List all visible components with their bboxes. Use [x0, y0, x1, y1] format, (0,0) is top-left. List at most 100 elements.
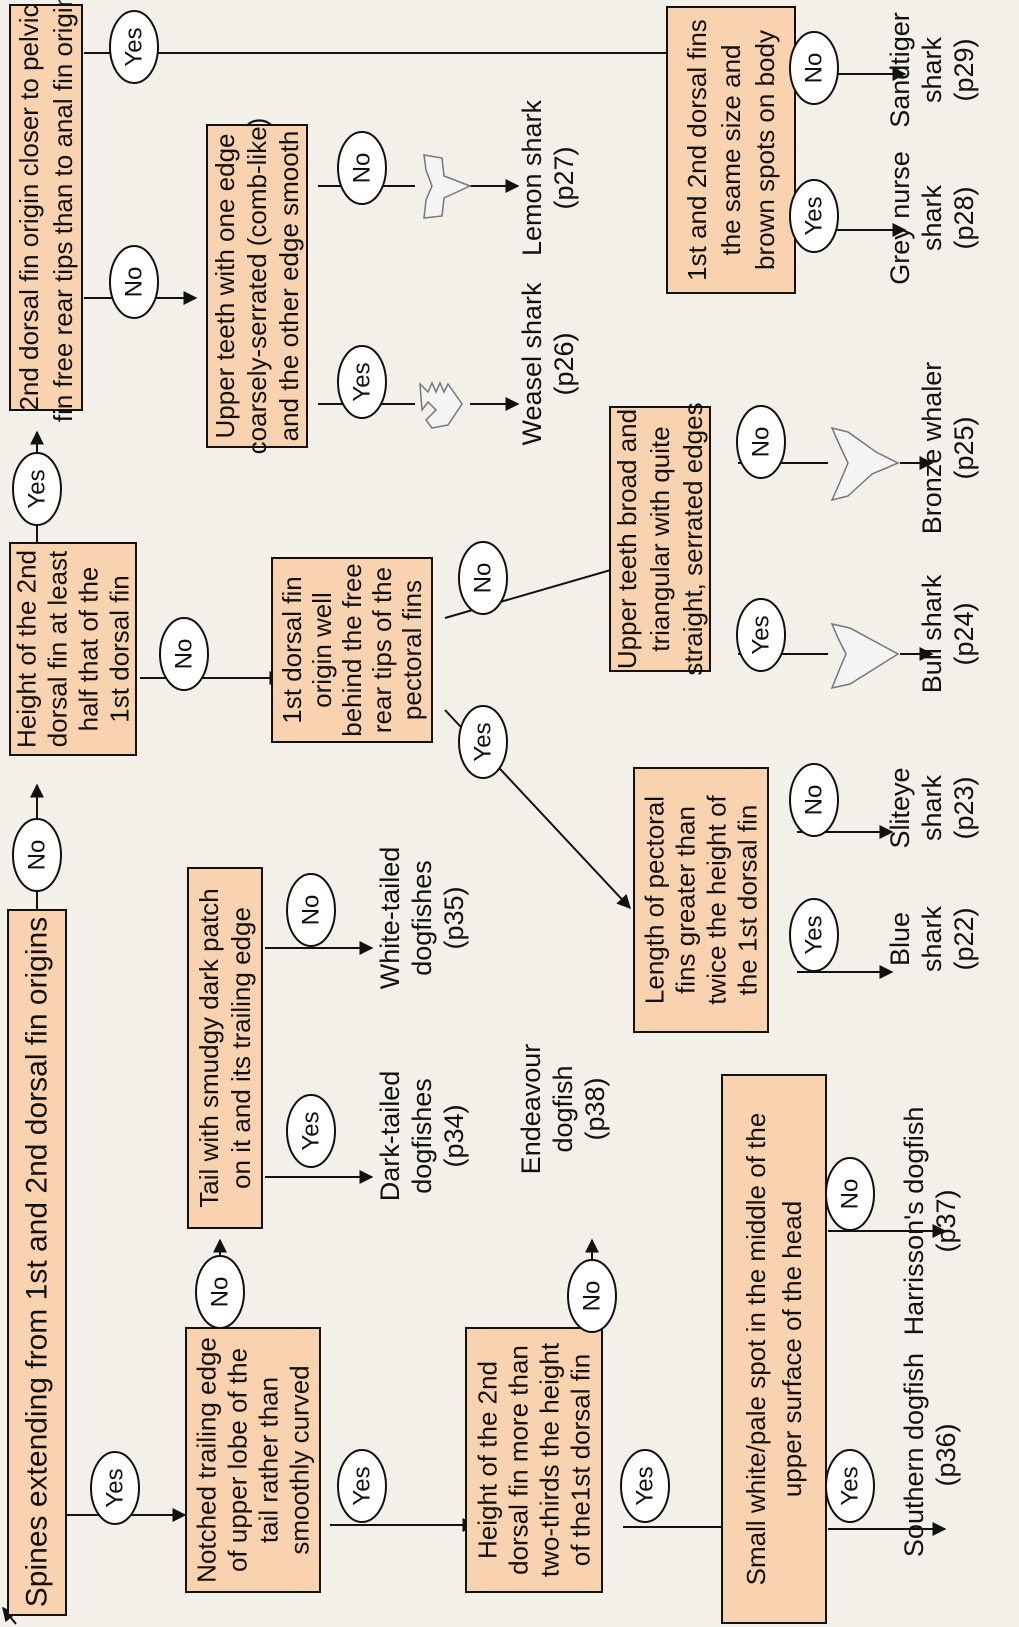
no-oval [286, 873, 336, 947]
yes-label: Yes [121, 27, 148, 66]
question-text-q4-line: dorsal fin more than [504, 1345, 534, 1575]
question-box-q2 [185, 1327, 321, 1593]
result-r26-line: Weasel shark [517, 282, 547, 446]
question-box-q11 [206, 124, 308, 448]
no-oval [567, 1259, 617, 1333]
question-text-q4-line: Height of the 2nd [473, 1361, 503, 1559]
question-text-q10-line: 2nd dorsal fin origin closer to pelvic [14, 4, 44, 410]
bronze-whaler-tooth-icon [830, 426, 900, 502]
result-r35-line: dogfishes [407, 860, 437, 976]
yes-label: Yes [801, 196, 828, 235]
no-label: No [207, 1277, 234, 1308]
question-text-q9-line: straight, serrated edges [678, 402, 708, 675]
no-oval [825, 1157, 875, 1231]
result-r26-line: (p26) [549, 332, 579, 395]
result-r24-line: Bull shark [917, 574, 947, 693]
yes-label: Yes [801, 915, 828, 954]
question-text-q8-line: twice the height of [702, 794, 732, 1004]
yes-label: Yes [349, 362, 376, 401]
result-r25: Bronze whaler(p25) [917, 362, 979, 535]
no-oval [195, 1255, 245, 1329]
no-oval [159, 617, 209, 691]
yes-oval [789, 898, 839, 972]
question-text-q8-line: fins greater than [671, 806, 701, 994]
question-text-q3-line: on it and its trailing edge [226, 907, 256, 1189]
result-r27: Lemon shark(p27) [517, 99, 579, 256]
no-oval [789, 31, 839, 105]
yes-oval [109, 10, 159, 84]
result-r27-line: Lemon shark [517, 99, 547, 256]
question-text-q2-line: smoothly curved [285, 1365, 315, 1554]
question-text-q6-line: 1st dorsal fin [105, 575, 135, 722]
no-label: No [801, 53, 828, 84]
question-text-q9-line: triangular with quite [645, 426, 675, 651]
question-box-q1 [7, 909, 67, 1616]
result-r27-line: (p27) [549, 146, 579, 209]
question-text-q11-line: Upper teeth with one edge [210, 134, 240, 439]
result-r22-line: shark [917, 905, 947, 972]
no-oval [736, 405, 786, 479]
result-r28-line: Grey nurse [885, 151, 915, 285]
result-r38-line: dogfish [548, 1065, 578, 1152]
result-r23-line: shark [917, 774, 947, 841]
question-text-q8-line: the 1st dorsal fin [733, 805, 763, 996]
no-oval [789, 763, 839, 837]
yes-oval [337, 345, 387, 419]
no-label: No [121, 267, 148, 298]
yes-label: Yes [102, 1468, 129, 1507]
result-r38-line: Endeavour [516, 1044, 546, 1175]
yes-oval [12, 452, 62, 526]
question-text-q11-line: coarsely-serrated (comb-like) [242, 118, 272, 455]
no-label: No [801, 785, 828, 816]
yes-oval [458, 705, 508, 779]
result-r35-line: (p35) [439, 886, 469, 949]
bull-shark-tooth-icon [830, 622, 900, 690]
yes-label: Yes [298, 1111, 325, 1150]
question-box-q5 [721, 1074, 827, 1624]
result-r37-line: (p37) [931, 1189, 961, 1252]
question-box-q12 [666, 6, 796, 294]
result-r28-line: (p28) [949, 186, 979, 249]
question-box-q7 [271, 557, 433, 743]
question-text-q7-line: behind the free [337, 563, 367, 736]
question-text-q1: Spines extending from 1st and 2nd dorsal… [21, 917, 54, 1607]
no-oval [12, 818, 62, 892]
question-text-q2-line: tail rather than [254, 1377, 284, 1543]
question-text-q12-line: the same size and [716, 44, 746, 255]
result-r29-line: (p29) [949, 38, 979, 101]
weasel-shark-tooth-icon [419, 381, 463, 429]
yes-oval [337, 1449, 387, 1523]
question-box-q9 [609, 406, 711, 672]
result-r22-line: Blue [885, 912, 915, 966]
result-r28-line: shark [917, 184, 947, 251]
result-r23-line: Sliteye [885, 767, 915, 848]
question-text-q5-line: upper surface of the head [777, 1201, 807, 1497]
result-r36: Southern dogfish(p36) [899, 1353, 961, 1557]
yes-oval [825, 1449, 875, 1523]
no-label: No [579, 1281, 606, 1312]
question-text-q7-line: 1st dorsal fin [277, 576, 307, 723]
result-r26: Weasel shark(p26) [517, 282, 579, 446]
result-r24-line: (p24) [949, 602, 979, 665]
result-r34-line: Dark-tailed [375, 1071, 405, 1202]
no-label: No [298, 895, 325, 926]
yes-oval [736, 598, 786, 672]
lemon-shark-tooth-icon [423, 154, 472, 219]
result-r23-line: (p23) [949, 776, 979, 839]
no-label: No [748, 427, 775, 458]
result-r37-line: Harrisson's dogfish [899, 1107, 929, 1336]
question-text-q3-line: Tail with smudgy dark patch [194, 888, 224, 1207]
yes-label: Yes [24, 469, 51, 508]
result-r34-line: (p34) [439, 1104, 469, 1167]
